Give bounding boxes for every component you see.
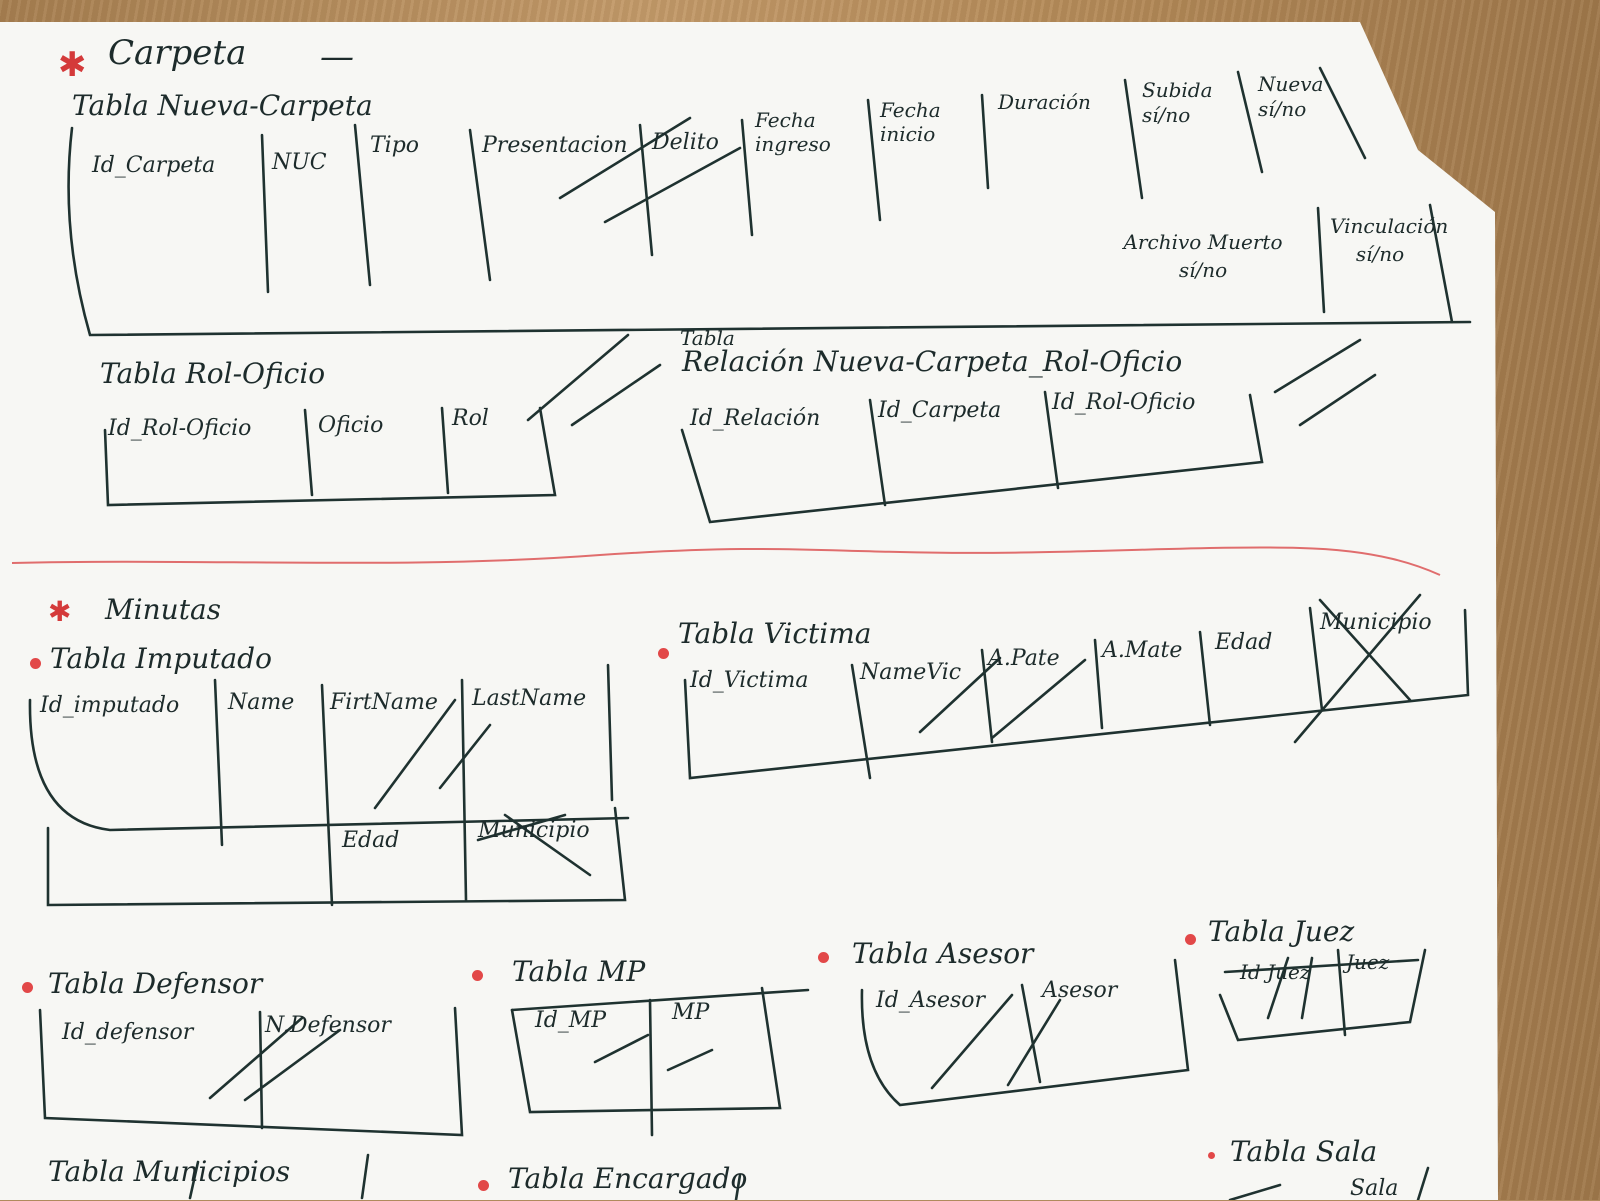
red-bullet-icon bbox=[1208, 1152, 1215, 1159]
column-edad: Edad bbox=[342, 828, 400, 853]
column-id-imputado: Id_imputado bbox=[40, 693, 180, 718]
column-id-defensor: Id_defensor bbox=[62, 1020, 194, 1045]
column-name: Name bbox=[228, 690, 295, 715]
table-label-tabla: Tabla bbox=[680, 326, 735, 350]
column-id-rol-oficio-rel: Id_Rol-Oficio bbox=[1052, 390, 1196, 415]
column-archivo-muerto: Archivo Muerto sí/no bbox=[1123, 230, 1283, 282]
column-oficio: Oficio bbox=[318, 413, 384, 438]
column-municipio-vic: Municipio bbox=[1320, 610, 1432, 635]
column-namevic: NameVic bbox=[860, 660, 962, 685]
column-id-juez: Id Juez bbox=[1240, 960, 1311, 984]
table-title-imputado: Tabla Imputado bbox=[50, 642, 272, 675]
dash-mark: — bbox=[320, 37, 354, 77]
red-bullet-icon bbox=[1185, 934, 1196, 945]
column-id-relacion: Id_Relación bbox=[690, 406, 821, 431]
column-edad-vic: Edad bbox=[1215, 630, 1273, 655]
red-bullet-icon bbox=[478, 1180, 489, 1191]
column-asesor: Asesor bbox=[1042, 978, 1118, 1003]
column-a-mate: A.Mate bbox=[1102, 638, 1183, 663]
table-title-asesor: Tabla Asesor bbox=[852, 937, 1034, 970]
column-fecha-inicio: Fecha inicio bbox=[880, 98, 941, 146]
red-asterisk-icon: ✱ bbox=[58, 45, 87, 85]
red-bullet-icon bbox=[22, 982, 33, 993]
table-title-victima: Tabla Victima bbox=[678, 617, 872, 650]
table-title-encargado: Tabla Encargado bbox=[508, 1162, 748, 1195]
column-n-defensor: N.Defensor bbox=[265, 1013, 391, 1038]
column-sala: Sala bbox=[1350, 1176, 1399, 1201]
column-delito: Delito bbox=[652, 130, 719, 155]
column-id-asesor: Id_Asesor bbox=[876, 988, 986, 1013]
red-bullet-icon bbox=[30, 658, 41, 669]
red-bullet-icon bbox=[658, 648, 669, 659]
column-fecha-ingreso: Fecha ingreso bbox=[755, 108, 831, 156]
table-title-defensor: Tabla Defensor bbox=[48, 967, 263, 1000]
column-tipo: Tipo bbox=[370, 133, 420, 158]
red-bullet-icon bbox=[818, 952, 829, 963]
table-title-relacion: Relación Nueva-Carpeta_Rol-Oficio bbox=[682, 345, 1183, 378]
table-title-rol-oficio: Tabla Rol-Oficio bbox=[100, 357, 326, 390]
paper-sheet bbox=[0, 22, 1498, 1200]
column-presentacion: Presentacion bbox=[482, 133, 628, 158]
column-a-pate: A.Pate bbox=[988, 646, 1060, 671]
column-nuc: NUC bbox=[272, 150, 327, 175]
section-title-carpeta: Carpeta bbox=[108, 33, 247, 73]
section-title-minutas: Minutas bbox=[105, 593, 222, 626]
column-rol: Rol bbox=[452, 406, 489, 431]
column-firtname: FirtName bbox=[330, 690, 438, 715]
table-title-nueva-carpeta: Tabla Nueva-Carpeta bbox=[72, 89, 373, 122]
column-lastname: LastName bbox=[472, 686, 587, 711]
red-bullet-icon bbox=[472, 970, 483, 981]
table-title-mp: Tabla MP bbox=[512, 955, 646, 988]
red-asterisk-icon: ✱ bbox=[48, 595, 72, 628]
column-vinculacion: Vinculación sí/no bbox=[1330, 214, 1449, 266]
table-title-sala: Tabla Sala bbox=[1230, 1135, 1378, 1168]
column-id-carpeta: Id_Carpeta bbox=[92, 153, 216, 178]
table-title-municipios: Tabla Municipios bbox=[48, 1155, 291, 1188]
column-id-rol-oficio: Id_Rol-Oficio bbox=[108, 416, 252, 441]
column-id-victima: Id_Victima bbox=[690, 668, 809, 693]
column-id-mp: Id_MP bbox=[535, 1008, 607, 1033]
column-juez: Juez bbox=[1346, 950, 1390, 974]
table-title-juez: Tabla Juez bbox=[1208, 915, 1355, 948]
column-id-carpeta-rel: Id_Carpeta bbox=[878, 398, 1002, 423]
column-nueva: Nueva sí/no bbox=[1258, 72, 1324, 121]
column-municipio: Municipio bbox=[478, 818, 590, 843]
column-duracion: Duración bbox=[998, 90, 1091, 114]
column-subida: Subida sí/no bbox=[1142, 78, 1213, 127]
column-mp: MP bbox=[672, 1000, 710, 1025]
